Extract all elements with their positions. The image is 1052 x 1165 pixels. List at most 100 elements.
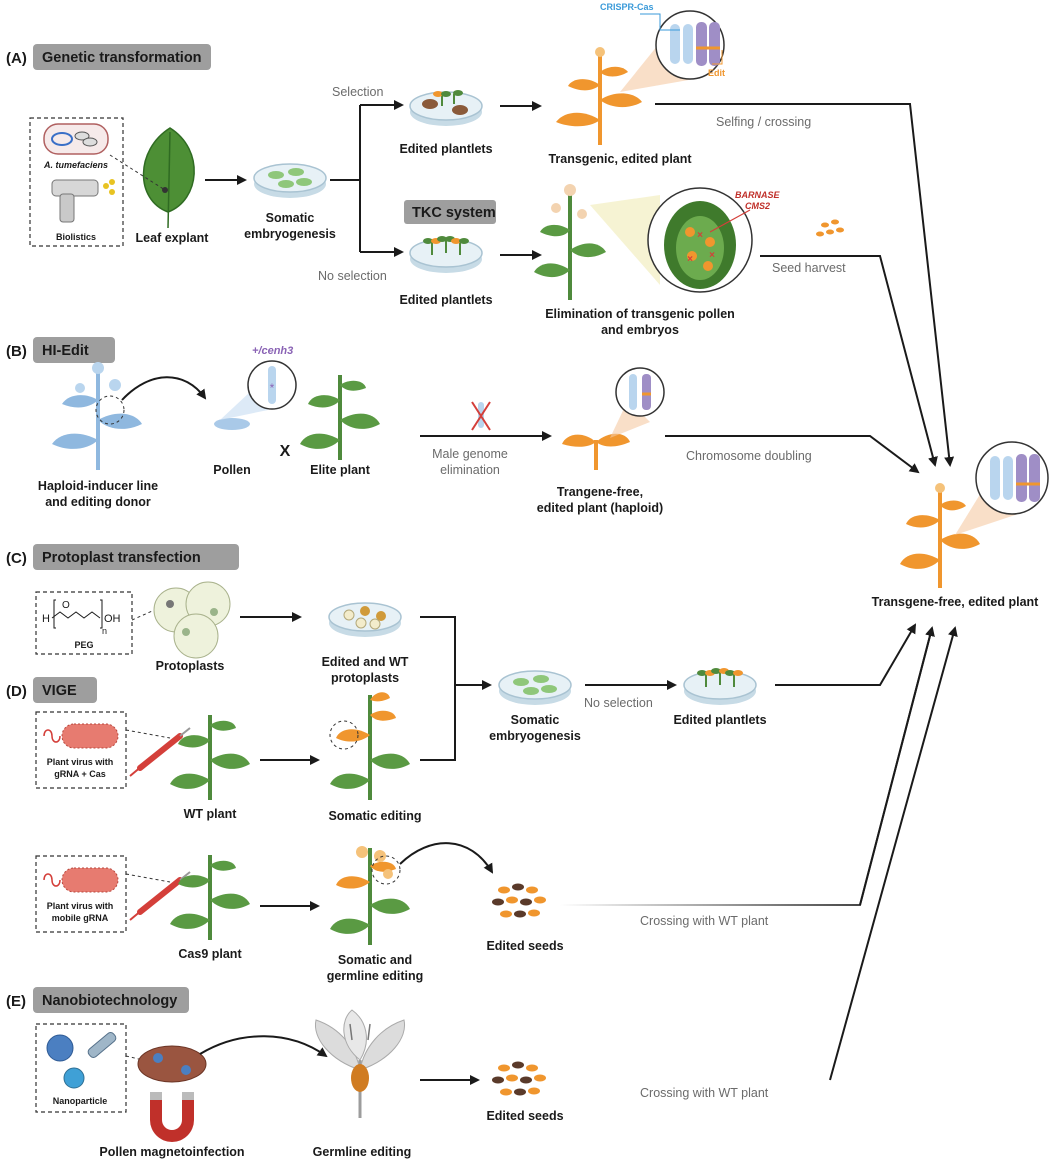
gene-gun-icon (51, 179, 115, 223)
pollen-label: Pollen (213, 463, 251, 477)
mge-label-2: elimination (440, 463, 500, 477)
ewt-label-1: Edited and WT (322, 655, 409, 669)
nanoparticle-icon (46, 1032, 117, 1089)
section-e-letter: (E) (6, 993, 26, 1010)
agrobacterium-icon (43, 123, 109, 155)
section-c: (C) Protoplast transfection H O OH n PEG… (6, 544, 917, 761)
section-c-title: Protoplast transfection (42, 550, 201, 566)
section-d-banner (33, 677, 97, 703)
transgenic-label: Transgenic, edited plant (548, 152, 692, 166)
virus-icon-2 (43, 867, 119, 893)
peg-box (35, 591, 133, 655)
edited-plantlets-dish-bottom (409, 236, 483, 274)
se-c-label-2: embryogenesis (489, 729, 581, 743)
syringe-icon-1 (129, 727, 191, 777)
virus-box-1 (35, 711, 127, 789)
edited-plantlets-dish-c (683, 668, 757, 706)
germline-editing-plant-icon (330, 846, 410, 945)
edited-seeds-icon-e (492, 1061, 546, 1096)
edited-seeds-icon-d (492, 883, 546, 918)
delivery-box (29, 117, 124, 247)
tkc-plant-icon (534, 184, 606, 300)
final-label: Transgene-free, edited plant (872, 595, 1040, 609)
section-d-letter: (D) (6, 683, 27, 700)
somatic-embryogenesis-dish-c (498, 670, 572, 706)
transgenic-plant-icon (556, 47, 642, 145)
arrow-d-final (859, 626, 935, 906)
svg-text:*: * (270, 381, 275, 395)
section-c-letter: (C) (6, 550, 27, 567)
arrow-e-final (829, 626, 958, 1081)
cms2-label: CMS2 (745, 201, 770, 211)
ewt-label-2: protoplasts (331, 671, 399, 685)
section-e: (E) Nanobiotechnology Nanoparticle Polle… (6, 626, 958, 1159)
somatic-editing-label: Somatic editing (328, 809, 421, 823)
sg-label-2: germline editing (327, 969, 424, 983)
section-d: (D) VIGE Plant virus with gRNA + Cas WT … (6, 626, 935, 983)
nanoparticle-box (35, 1023, 127, 1113)
merge-lines (420, 616, 488, 761)
section-d-title: VIGE (42, 683, 77, 699)
pollen-icon (214, 418, 250, 430)
hi-label-1: Haploid-inducer line (38, 479, 158, 493)
haploid-inducer-plant-icon (52, 362, 142, 470)
selection-label: Selection (332, 85, 383, 99)
edit-label: Edit (708, 68, 725, 78)
arrow-seed-harvest (760, 255, 938, 467)
protoplasts-label: Protoplasts (156, 659, 225, 673)
wt-plant-label: WT plant (184, 807, 238, 821)
section-c-banner (33, 544, 239, 570)
edited-plantlets-top-label: Edited plantlets (399, 142, 492, 156)
branch-lines (330, 104, 400, 253)
crossing-e-label: Crossing with WT plant (640, 1086, 769, 1100)
genotype-label: +/cenh3 (252, 345, 293, 357)
hi-label-2: and editing donor (45, 495, 151, 509)
edited-plantlets-dish-top (409, 90, 483, 127)
elim-label-1: Elimination of transgenic pollen (545, 307, 735, 321)
svg-text:×: × (709, 250, 715, 261)
mge-label-1: Male genome (432, 447, 508, 461)
arrow-doubling (665, 435, 920, 474)
magneto-label: Pollen magnetoinfection (99, 1145, 244, 1159)
germline-label: Germline editing (313, 1145, 412, 1159)
selfing-label: Selfing / crossing (716, 115, 811, 129)
elim-label-2: and embryos (601, 323, 679, 337)
virus-2-label-1: Plant virus with (47, 901, 114, 911)
section-a-letter: (A) (6, 50, 27, 67)
section-a-title: Genetic transformation (42, 50, 202, 66)
se-c-label-1: Somatic (511, 713, 560, 727)
wt-plant-icon (170, 715, 250, 800)
protoplast-dish (328, 602, 402, 638)
arrow-selfing (655, 103, 955, 467)
edited-plantlets-bottom-label: Edited plantlets (399, 293, 492, 307)
cross-symbol: X (280, 443, 291, 460)
elite-plant-icon (300, 375, 380, 460)
edited-plantlets-c-label: Edited plantlets (673, 713, 766, 727)
edited-seeds-d-label: Edited seeds (486, 939, 563, 953)
peg-formula: H O OH n (42, 599, 121, 636)
somatic-editing-plant-icon (330, 692, 410, 800)
barnase-label: BARNASE (735, 190, 781, 200)
arrow-c-final (775, 623, 917, 686)
no-selection-label: No selection (318, 269, 387, 283)
cas9-plant-label: Cas9 plant (178, 947, 242, 961)
virus-icon-1 (43, 723, 119, 749)
section-b-letter: (B) (6, 343, 27, 360)
tf-haploid-label-2: edited plant (haploid) (537, 501, 663, 515)
virus-1-label-1: Plant virus with (47, 757, 114, 767)
se-label-2: embryogenesis (244, 227, 336, 241)
tkc-label: TKC system (412, 205, 496, 221)
section-a-banner (33, 44, 211, 70)
tf-haploid-label-1: Trangene-free, (557, 485, 643, 499)
seed-harvest-label: Seed harvest (772, 261, 846, 275)
doubling-label: Chromosome doubling (686, 449, 812, 463)
crispr-label: CRISPR-Cas (600, 2, 654, 12)
haploid-plant-icon (562, 433, 630, 470)
magnet-icon (150, 1092, 194, 1142)
svg-text:n: n (102, 626, 107, 636)
agro-label: A. tumefaciens (43, 160, 108, 170)
somatic-embryogenesis-dish (253, 163, 327, 199)
svg-text:H: H (42, 613, 50, 625)
